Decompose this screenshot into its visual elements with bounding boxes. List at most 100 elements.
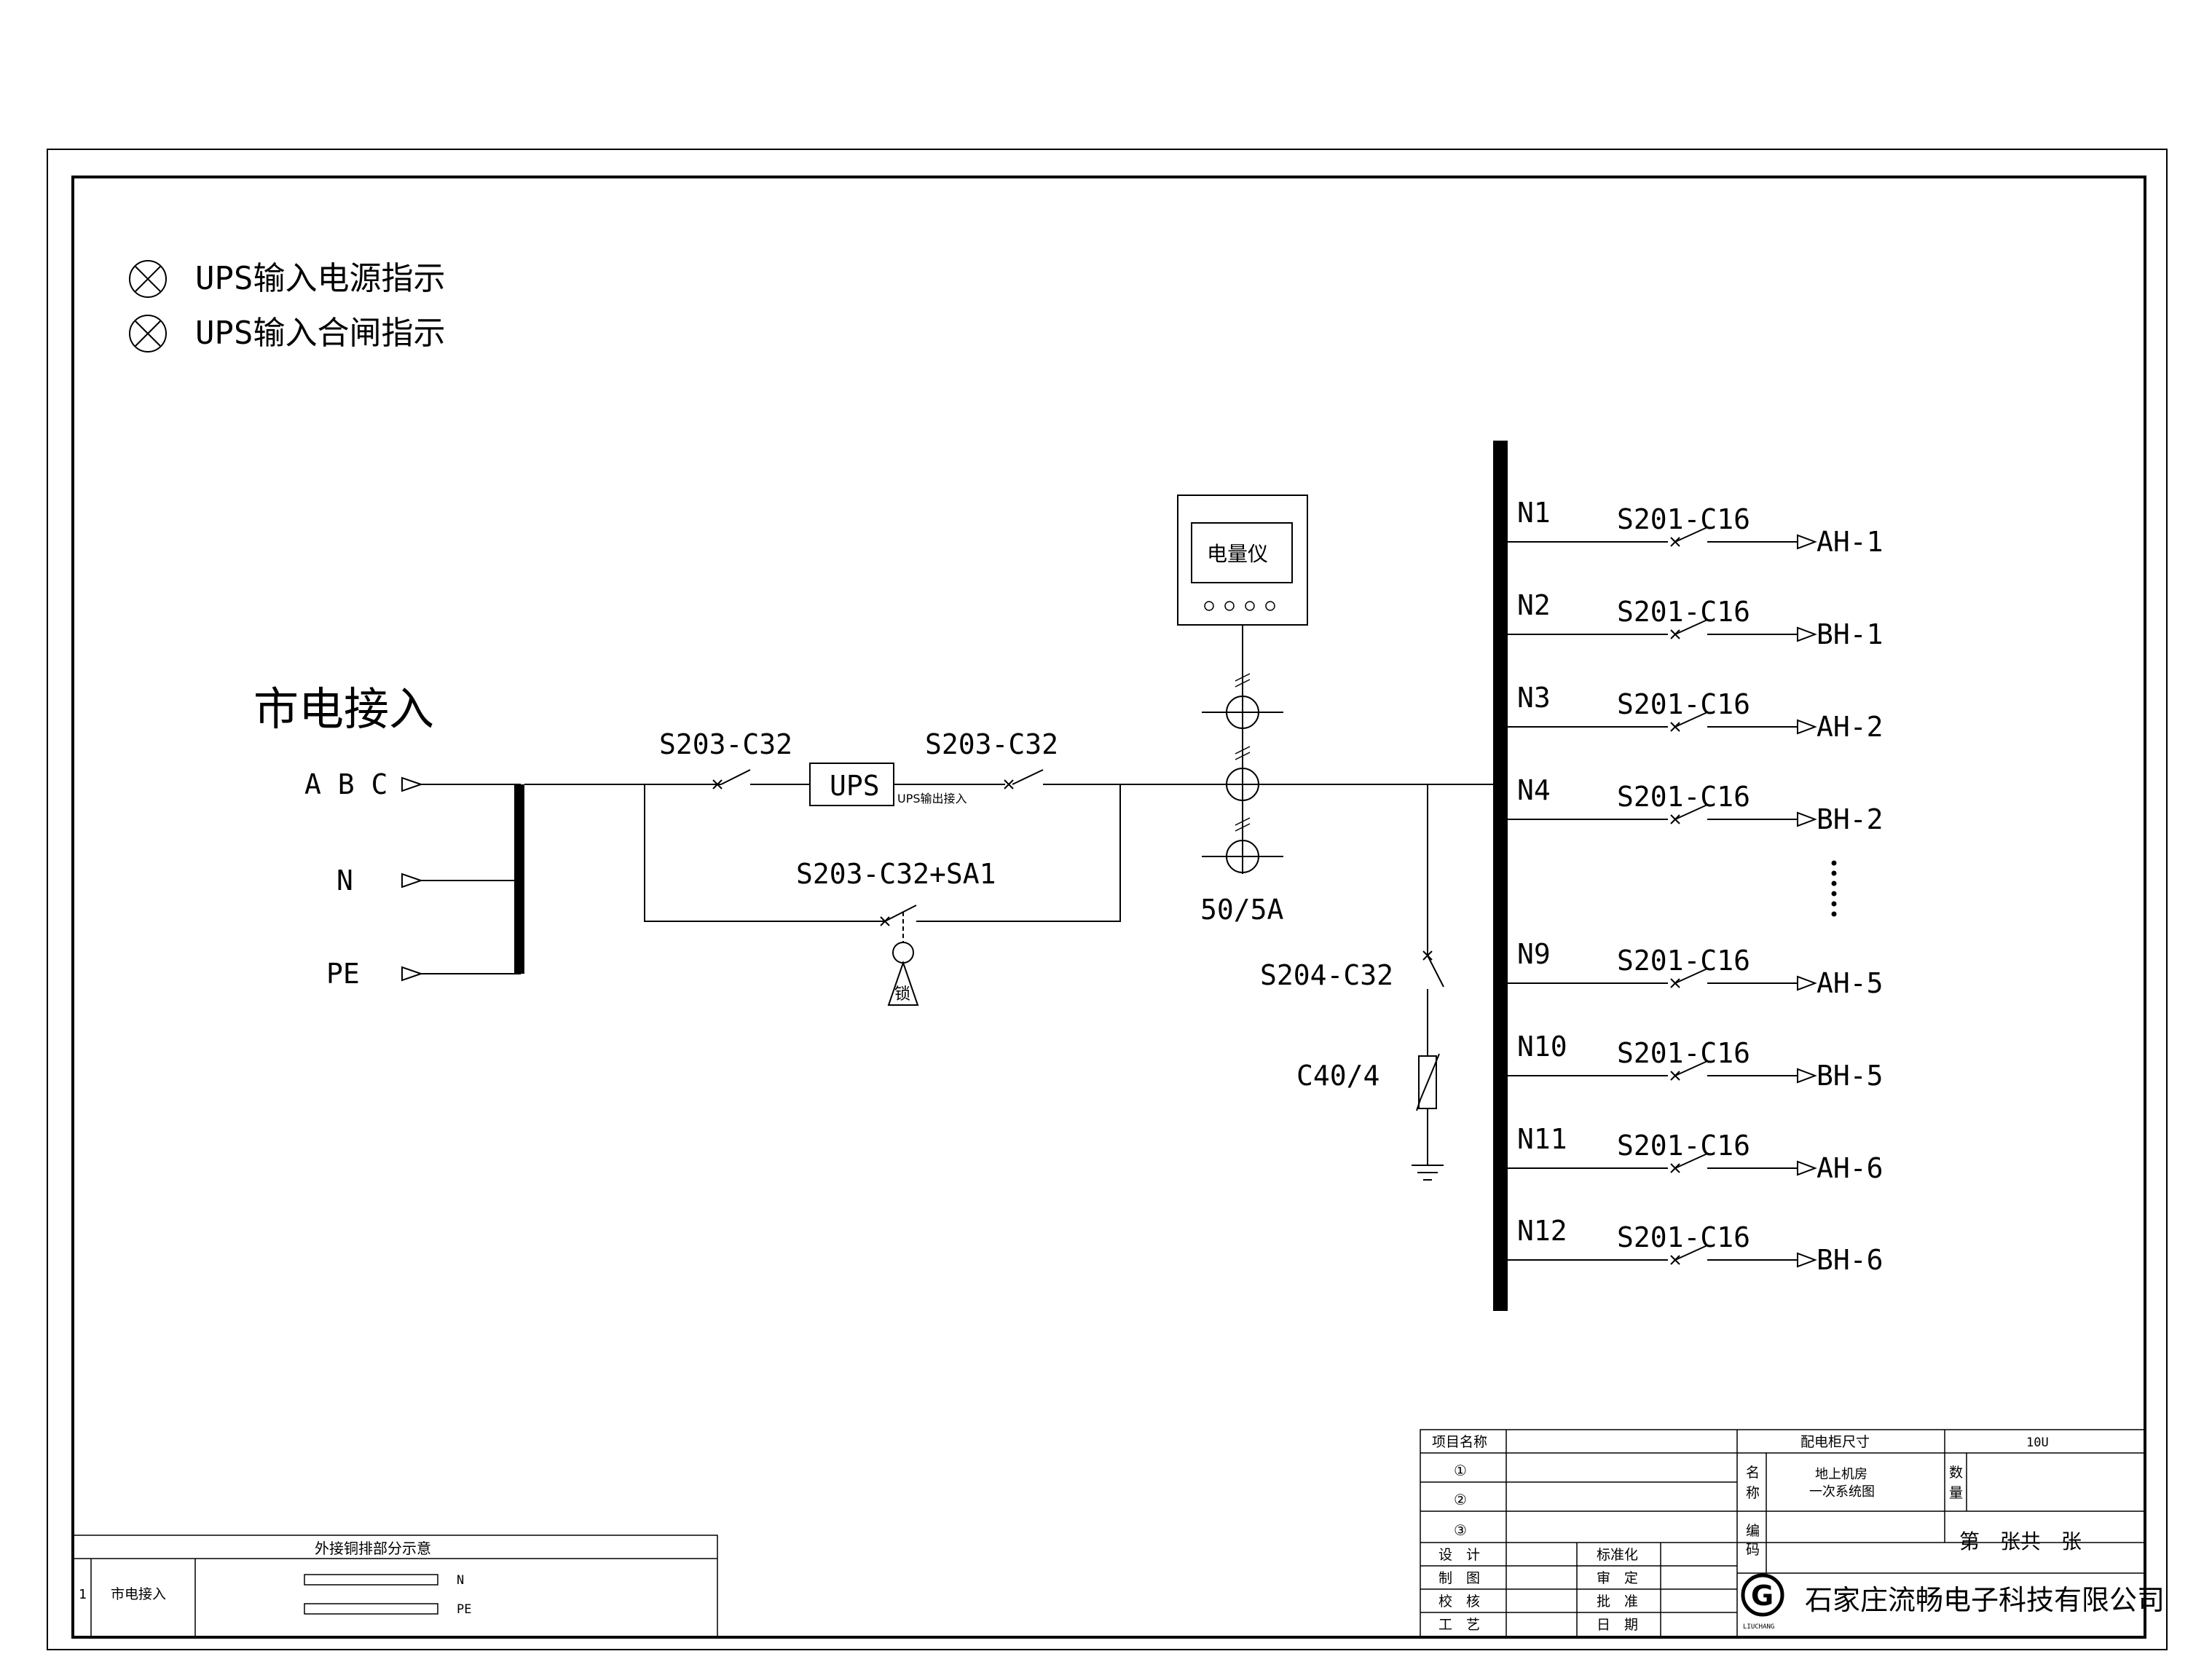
output-breaker [894, 769, 1493, 789]
tb-sheet-text: 第 张共 张 [1959, 1529, 2082, 1553]
branch-load-label: AH-2 [1817, 711, 1884, 743]
copper-bar-n: N [457, 1573, 464, 1588]
arrow-icon [1797, 534, 1817, 550]
main-busbar [1493, 441, 1508, 1311]
indicator-power: UPS输入电源指示 [129, 260, 445, 298]
branch-breaker-label: S201-C16 [1617, 1130, 1750, 1162]
logo-letter: G [1751, 1580, 1774, 1612]
tb-circled-3: ③ [1454, 1521, 1467, 1539]
lamp-cross-icon [129, 260, 167, 298]
arrow-icon [1797, 811, 1817, 827]
arrow-icon [1797, 1068, 1817, 1084]
branch-load-label: BH-5 [1817, 1060, 1884, 1092]
branch-breaker-label: S201-C16 [1617, 1037, 1750, 1069]
meter-buttons [1204, 601, 1275, 611]
bypass-breaker-label: S203-C32+SA1 [796, 858, 996, 890]
tb-project-name: 项目名称 [1432, 1434, 1487, 1450]
arrow-icon [1797, 1252, 1817, 1268]
meter-label: 电量仪 [1207, 542, 1268, 566]
lock-label: 锁 [894, 985, 910, 1004]
branch-load-label: BH-1 [1817, 618, 1884, 650]
indicator-closing: UPS输入合闸指示 [129, 315, 445, 352]
arrow-icon [1797, 975, 1817, 991]
copper-row-name: 市电接入 [111, 1586, 166, 1602]
company-logo: G [1741, 1573, 1784, 1617]
branch-breaker-label: S201-C16 [1617, 945, 1750, 977]
tb-code-char-1: 编 [1746, 1523, 1760, 1539]
branch-n-label: N10 [1517, 1031, 1567, 1063]
current-transformers [1202, 673, 1283, 873]
branch-breaker-label: S201-C16 [1617, 781, 1750, 813]
copper-bar-table [72, 1535, 718, 1638]
input-breaker [710, 769, 810, 789]
branch-load-label: AH-6 [1817, 1152, 1884, 1184]
breaker-contact [1674, 1245, 1708, 1261]
input-label-abc: A B C [304, 768, 387, 800]
tb-cabinet-size-value: 10U [2026, 1435, 2049, 1450]
spd-breaker-label: S204-C32 [1260, 959, 1393, 991]
tb-review: 审 定 [1597, 1570, 1638, 1586]
tb-design: 设 计 [1438, 1547, 1480, 1563]
tb-name-value-2: 一次系统图 [1809, 1484, 1875, 1500]
branch-n-label: N3 [1517, 682, 1551, 714]
branch-n-label: N11 [1517, 1123, 1567, 1155]
spd-label: C40/4 [1296, 1060, 1379, 1092]
tb-name-char-2: 称 [1746, 1485, 1760, 1501]
tb-name-char-1: 名 [1746, 1465, 1760, 1481]
breaker-contact [1674, 968, 1708, 984]
breaker-contact [1674, 527, 1708, 543]
tb-qty-char-1: 数 [1949, 1465, 1963, 1481]
tb-code-char-2: 码 [1746, 1542, 1760, 1558]
arrow-icon [1797, 719, 1817, 735]
meter-display [1191, 522, 1293, 583]
arrow-icon [1797, 1160, 1817, 1176]
outer-frame [47, 149, 2168, 1650]
branch-breaker-label: S201-C16 [1617, 1221, 1750, 1253]
logo-subtext: LIUCHANG [1743, 1623, 1774, 1631]
input-label-pe: PE [326, 958, 360, 990]
branch-breaker-label: S201-C16 [1617, 503, 1750, 535]
tb-circled-2: ② [1454, 1491, 1467, 1508]
copper-row-no: 1 [79, 1587, 87, 1602]
spd-branch [1412, 784, 1444, 1181]
bypass-wire-left [644, 784, 885, 922]
title-block [1420, 1429, 2146, 1638]
ups-output-note: UPS输出接入 [897, 792, 967, 805]
input-busbar [514, 784, 524, 974]
tb-name-value-1: 地上机房 [1815, 1467, 1867, 1482]
ct-ratio-label: 50/5A [1200, 894, 1284, 926]
arrow-icon [1797, 626, 1817, 642]
breaker-contact [1674, 1153, 1708, 1169]
mains-title: 市电接入 [253, 682, 434, 736]
input-label-n: N [336, 864, 353, 897]
inner-frame [71, 176, 2146, 1639]
branch-n-label: N2 [1517, 589, 1551, 621]
branch-n-label: N9 [1517, 938, 1551, 970]
copper-bar-pe: PE [457, 1602, 471, 1617]
branch-load-label: BH-6 [1817, 1244, 1884, 1276]
input-breaker-label: S203-C32 [659, 728, 792, 760]
breaker-contact [1674, 804, 1708, 820]
tb-craft: 工 艺 [1438, 1617, 1480, 1633]
branch-breaker-label: S201-C16 [1617, 688, 1750, 720]
tb-cabinet-size-label: 配电柜尺寸 [1800, 1434, 1870, 1450]
lamp-cross-icon [129, 315, 167, 352]
tb-approve: 批 准 [1597, 1594, 1638, 1610]
branch-breaker-label: S201-C16 [1617, 596, 1750, 628]
breaker-contact [1674, 1060, 1708, 1076]
branch-load-label: AH-5 [1817, 967, 1884, 999]
branch-n-label: N12 [1517, 1215, 1567, 1247]
tb-company: 石家庄流畅电子科技有限公司 [1805, 1584, 2165, 1616]
bypass-wire-right [916, 784, 1121, 922]
tb-circled-1: ① [1454, 1462, 1467, 1479]
tb-date: 日 期 [1597, 1617, 1638, 1633]
